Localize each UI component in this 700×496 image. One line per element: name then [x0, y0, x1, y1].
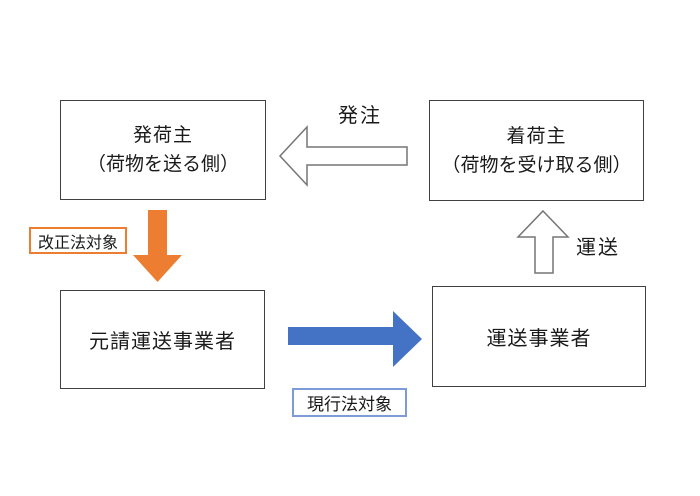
current-law-arrow [288, 311, 422, 367]
current-law-tag: 現行法対象 [292, 388, 407, 417]
transport-arrow [516, 209, 570, 274]
revised-law-arrow [133, 210, 182, 282]
shipper-subtitle: （荷物を送る側） [86, 154, 239, 175]
shipper-box: 発荷主 （荷物を送る側） [60, 100, 266, 200]
consignee-box: 着荷主 （荷物を受け取る側） [429, 100, 644, 201]
order-arrow-label: 発注 [338, 105, 382, 127]
shipper-title: 発荷主 [132, 125, 193, 146]
transport-arrow-label: 運送 [576, 237, 620, 259]
revised-law-tag: 改正法対象 [29, 227, 127, 254]
consignee-title: 着荷主 [506, 125, 567, 147]
carrier-label: 運送事業者 [486, 328, 592, 350]
prime-carrier-label: 元請運送事業者 [89, 331, 236, 353]
prime-carrier-box: 元請運送事業者 [60, 290, 265, 389]
order-arrow [278, 125, 408, 187]
carrier-box: 運送事業者 [432, 286, 646, 387]
consignee-subtitle: （荷物を受け取る側） [441, 154, 632, 176]
